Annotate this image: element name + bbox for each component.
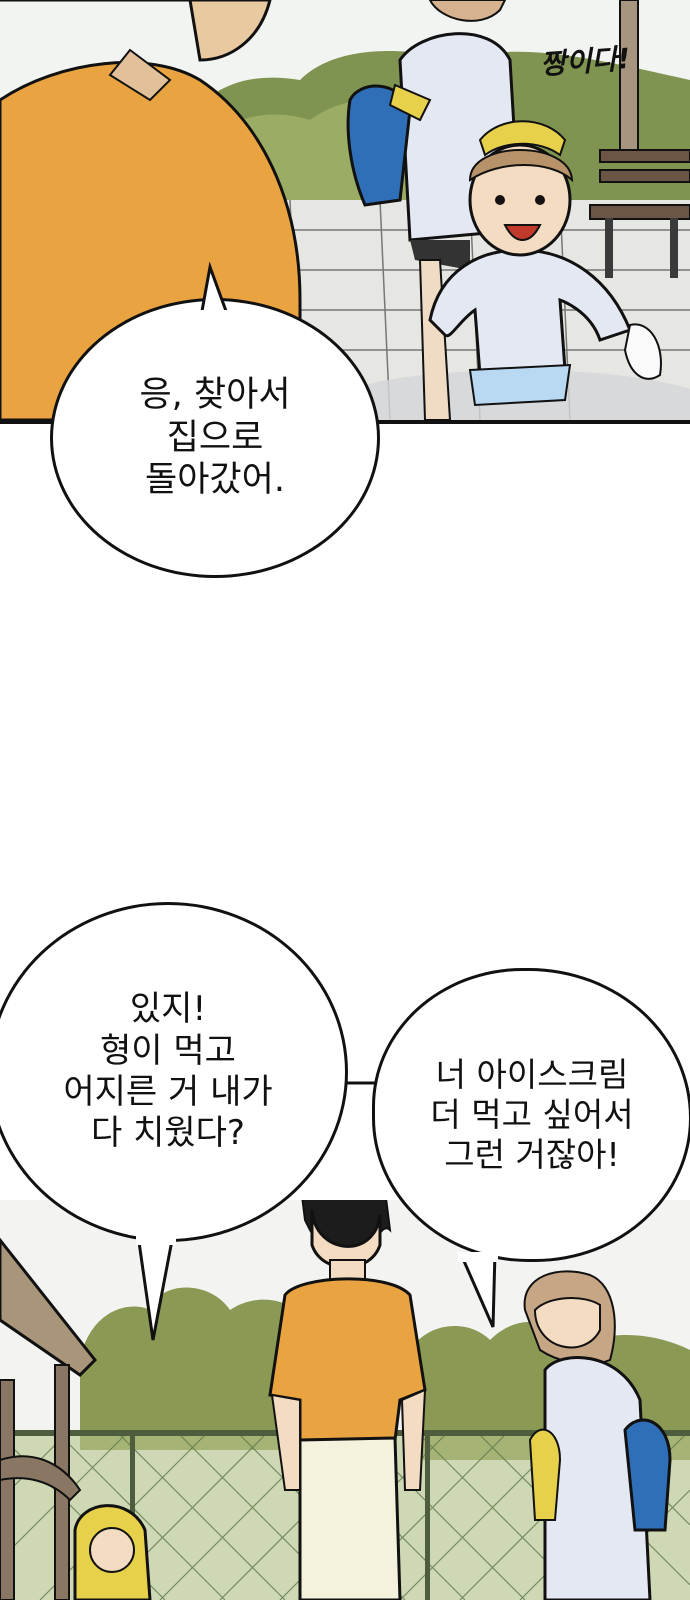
bottom-panel xyxy=(0,1200,690,1600)
bubble-tail-left xyxy=(136,1235,176,1341)
playground-scene-illustration xyxy=(0,1200,690,1600)
speech-bubble-top: 응, 찾아서 집으로 돌아갔어. xyxy=(50,298,380,578)
boy-yellow-cap xyxy=(428,120,662,407)
girl-hoodie-standing xyxy=(523,1270,672,1600)
bubble-tail-top xyxy=(195,262,235,322)
top-panel: 짱이다! xyxy=(0,0,690,424)
bench xyxy=(589,149,690,278)
speech-bubble-left: 있지! 형이 먹고 어지른 거 내가 다 치웠다? xyxy=(0,902,348,1242)
sound-effect-text: 짱이다! xyxy=(539,41,632,82)
speech-bubble-right: 너 아이스크림 더 먹고 싶어서 그런 거잖아! xyxy=(372,968,690,1262)
man-orange-shirt-standing xyxy=(268,1200,427,1600)
bubble-tail-right xyxy=(458,1252,498,1328)
